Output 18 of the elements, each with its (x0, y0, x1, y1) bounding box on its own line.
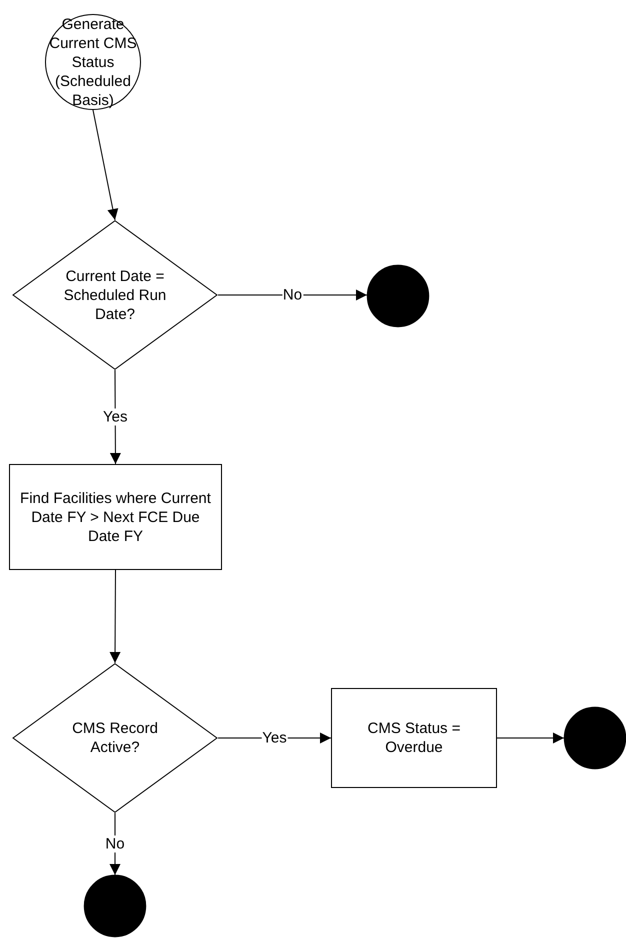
node-text: CMS Record Active? (71, 719, 159, 757)
arrow (218, 290, 368, 300)
arrow (496, 732, 564, 744)
node-text: Generate Current CMS Status (Scheduled Basis) (48, 14, 138, 110)
arrow (110, 570, 121, 664)
node-text: Find Facilities where Current Date FY > Next FCE Due Date FY (19, 488, 212, 546)
decision-diamond (12, 220, 218, 370)
decision-diamond (12, 663, 218, 813)
edge-label: No (104, 836, 126, 852)
end-circle (367, 265, 429, 327)
process-box (9, 464, 222, 570)
arrow (92, 110, 118, 220)
node-text: Current Date = Scheduled Run Date? (62, 266, 168, 324)
node-text: CMS Status = Overdue (366, 719, 462, 757)
end-circle (84, 875, 146, 937)
process-box (331, 688, 497, 788)
edge-label: Yes (102, 408, 128, 426)
arrow (110, 812, 120, 876)
